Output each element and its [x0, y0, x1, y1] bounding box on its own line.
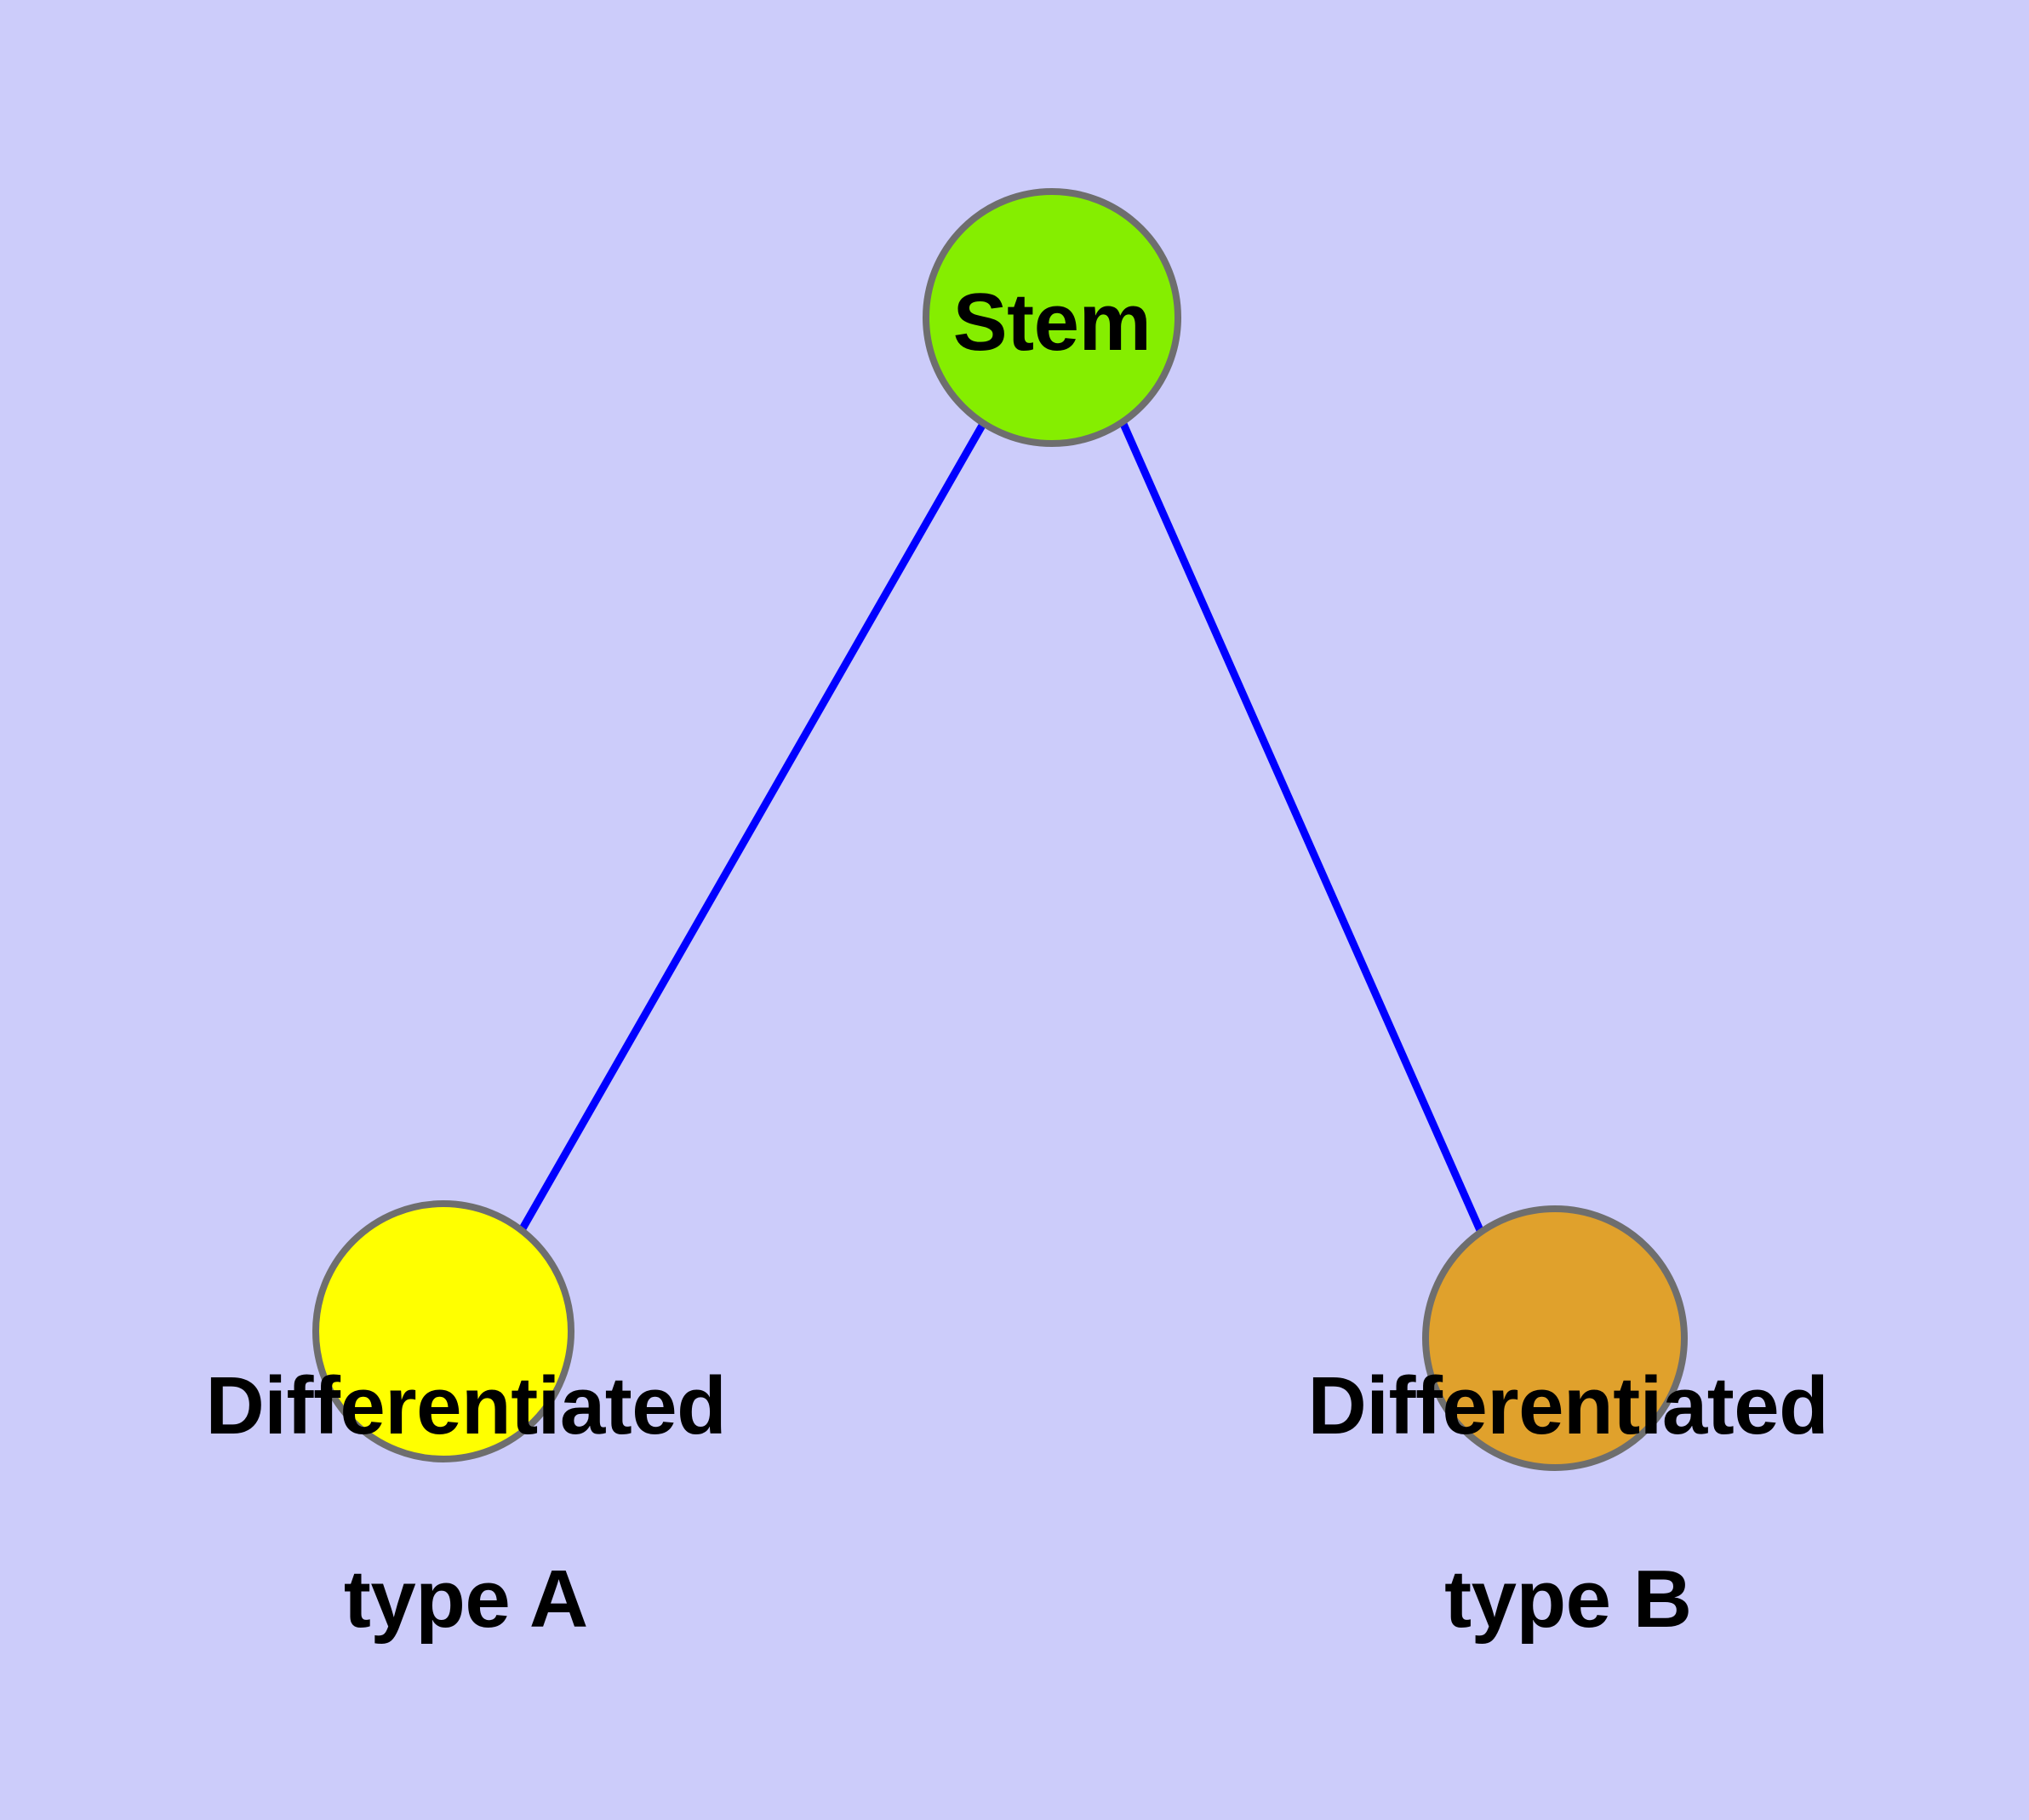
node-differentiated-type-a-circle[interactable]	[312, 1200, 574, 1462]
node-differentiated-type-b-circle[interactable]	[1422, 1205, 1688, 1471]
node-layer	[312, 188, 1688, 1471]
node-stem-circle[interactable]	[923, 188, 1181, 447]
edge-layer	[518, 421, 1487, 1238]
edge-stem-to-differentiated-type-b[interactable]	[1119, 422, 1487, 1238]
edge-stem-to-differentiated-type-a[interactable]	[518, 421, 986, 1233]
